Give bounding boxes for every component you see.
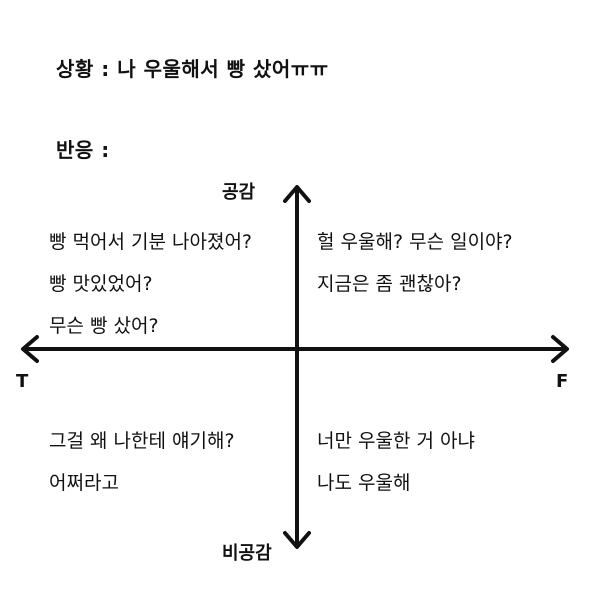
quadrant-top-right: 헐 우울해? 무슨 일이야? 지금은 좀 괜찮아?: [317, 221, 513, 305]
quadrant-text-line: 무슨 빵 샀어?: [49, 315, 159, 337]
quadrant-text-line: 너만 우울한 거 아냐: [317, 430, 475, 452]
quadrant-text-line: 그걸 왜 나한테 얘기해?: [49, 430, 235, 452]
situation-heading: 상황 : 나 우울해서 빵 샀어ㅠㅠ: [56, 57, 329, 81]
arrowhead-right-icon: [551, 335, 569, 363]
axis-label-empathy: 공감: [222, 182, 256, 203]
reaction-heading: 반응 :: [56, 138, 110, 162]
quadrant-bottom-right: 너만 우울한 거 아냐 나도 우울해: [317, 420, 475, 504]
arrowhead-left-icon: [21, 335, 39, 363]
axis-label-non-empathy: 비공감: [222, 543, 272, 564]
quadrant-text-line: 지금은 좀 괜찮아?: [317, 273, 462, 295]
quadrant-text-line: 헐 우울해? 무슨 일이야?: [317, 231, 513, 253]
quadrant-top-left: 빵 먹어서 기분 나아졌어? 빵 맛있었어? 무슨 빵 샀어?: [49, 221, 252, 347]
axis-label-t: T: [16, 371, 29, 392]
axis-label-f: F: [556, 371, 569, 392]
arrowhead-down-icon: [283, 531, 311, 549]
quadrant-bottom-left: 그걸 왜 나한테 얘기해? 어쩌라고: [49, 420, 235, 504]
quadrant-text-line: 나도 우울해: [317, 472, 411, 494]
quadrant-text-line: 어쩌라고: [49, 472, 119, 494]
quadrant-text-line: 빵 먹어서 기분 나아졌어?: [49, 231, 253, 253]
arrowhead-up-icon: [283, 185, 311, 203]
quadrant-text-line: 빵 맛있었어?: [49, 273, 153, 295]
